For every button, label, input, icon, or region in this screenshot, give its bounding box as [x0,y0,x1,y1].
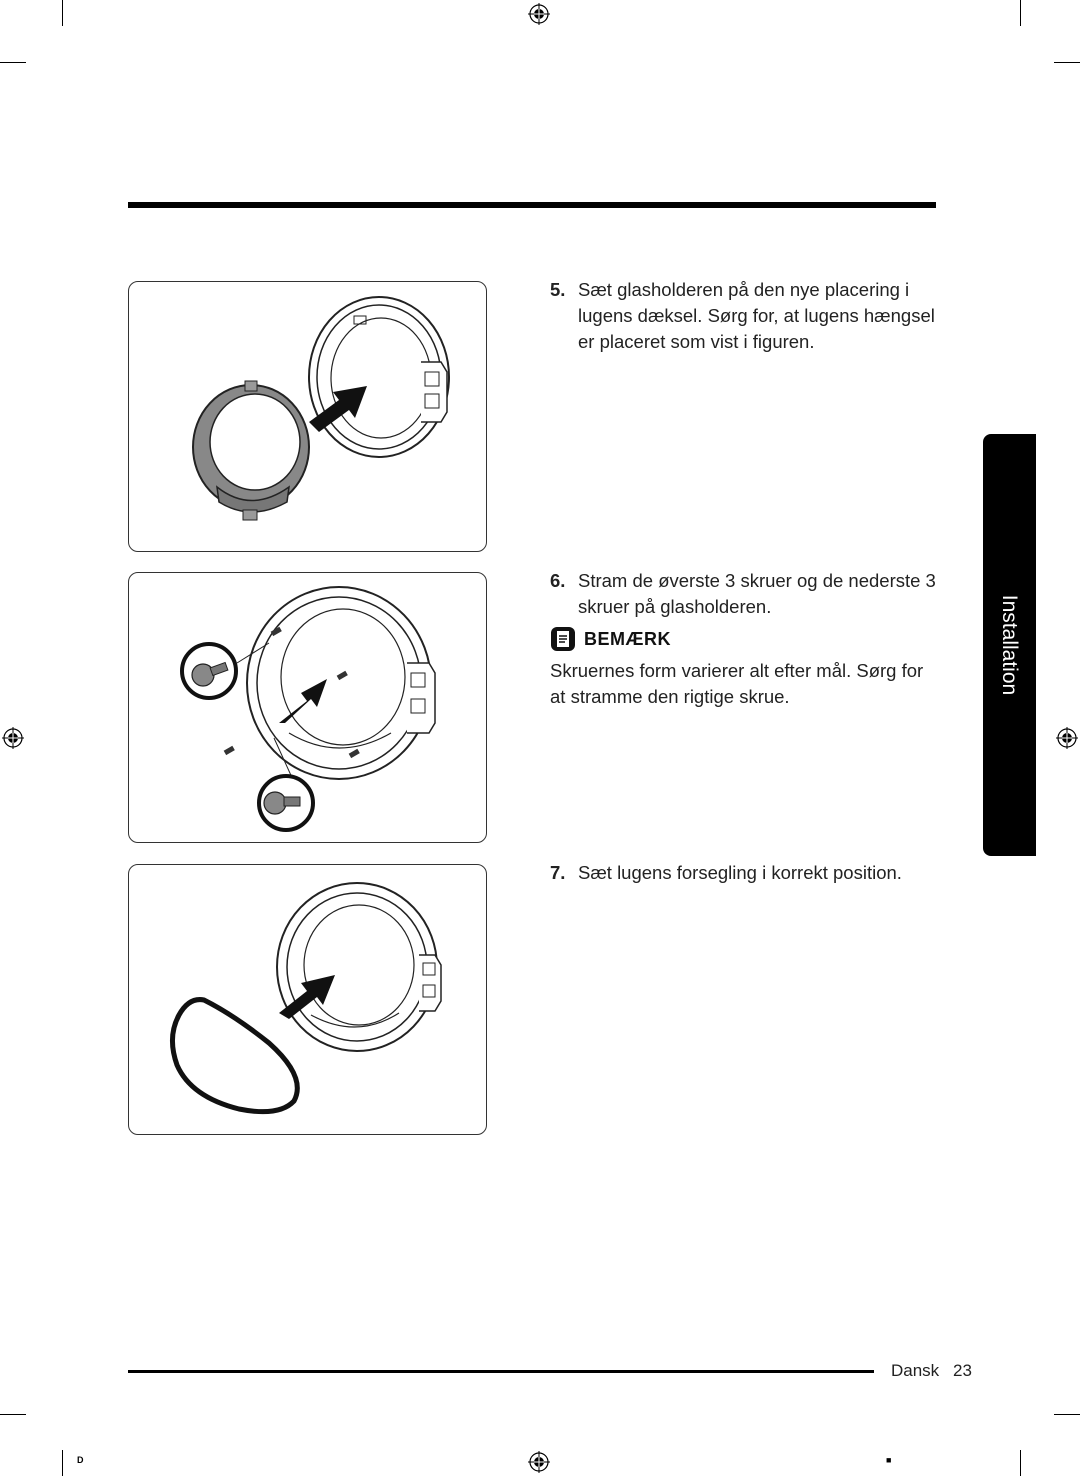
registration-mark-icon [2,727,24,749]
crop-mark [1020,0,1021,26]
crop-mark [1054,1414,1080,1415]
screws-illustration [180,586,436,832]
glass-holder-illustration [192,296,450,521]
note-heading: BEMÆRK [550,626,671,652]
step-number: 5. [550,279,566,300]
registration-mark-icon [528,3,550,25]
crop-mark [1020,1450,1021,1476]
step-text: Sæt glasholderen på den nye placering i … [578,279,935,352]
registration-mark-icon [1056,727,1078,749]
door-seal-illustration [170,882,442,1115]
note-icon [551,627,575,651]
crop-mark [1054,62,1080,63]
footer-rule [128,1370,874,1373]
registration-mark-icon [528,1451,550,1473]
note-text: Skruernes form varierer alt efter mål. S… [550,660,924,707]
figure-glass-holder [128,281,487,552]
side-tab-label: Installation [998,594,1021,696]
print-mark-left: D [77,1455,84,1465]
print-mark-right: ■ [886,1455,892,1465]
note-title: BEMÆRK [584,628,671,649]
step-6: 6. Stram de øverste 3 skruer og de neder… [550,568,940,620]
step-number: 7. [550,862,566,883]
crop-mark [62,0,63,26]
step-text: Stram de øverste 3 skruer og de nederste… [578,570,936,617]
step-7: 7. Sæt lugens forsegling i korrekt posit… [550,860,940,886]
section-side-tab [983,434,1036,856]
page-number: 23 [953,1361,972,1380]
crop-mark [62,1450,63,1476]
step-5: 5. Sæt glasholderen på den nye placering… [550,277,940,355]
figure-screws [128,572,487,843]
crop-mark [0,62,26,63]
step-number: 6. [550,570,566,591]
crop-mark [0,1414,26,1415]
step-text: Sæt lugens forsegling i korrekt position… [578,862,902,883]
section-top-rule [128,202,936,208]
footer-language: Dansk [891,1361,940,1380]
figure-door-seal [128,864,487,1135]
